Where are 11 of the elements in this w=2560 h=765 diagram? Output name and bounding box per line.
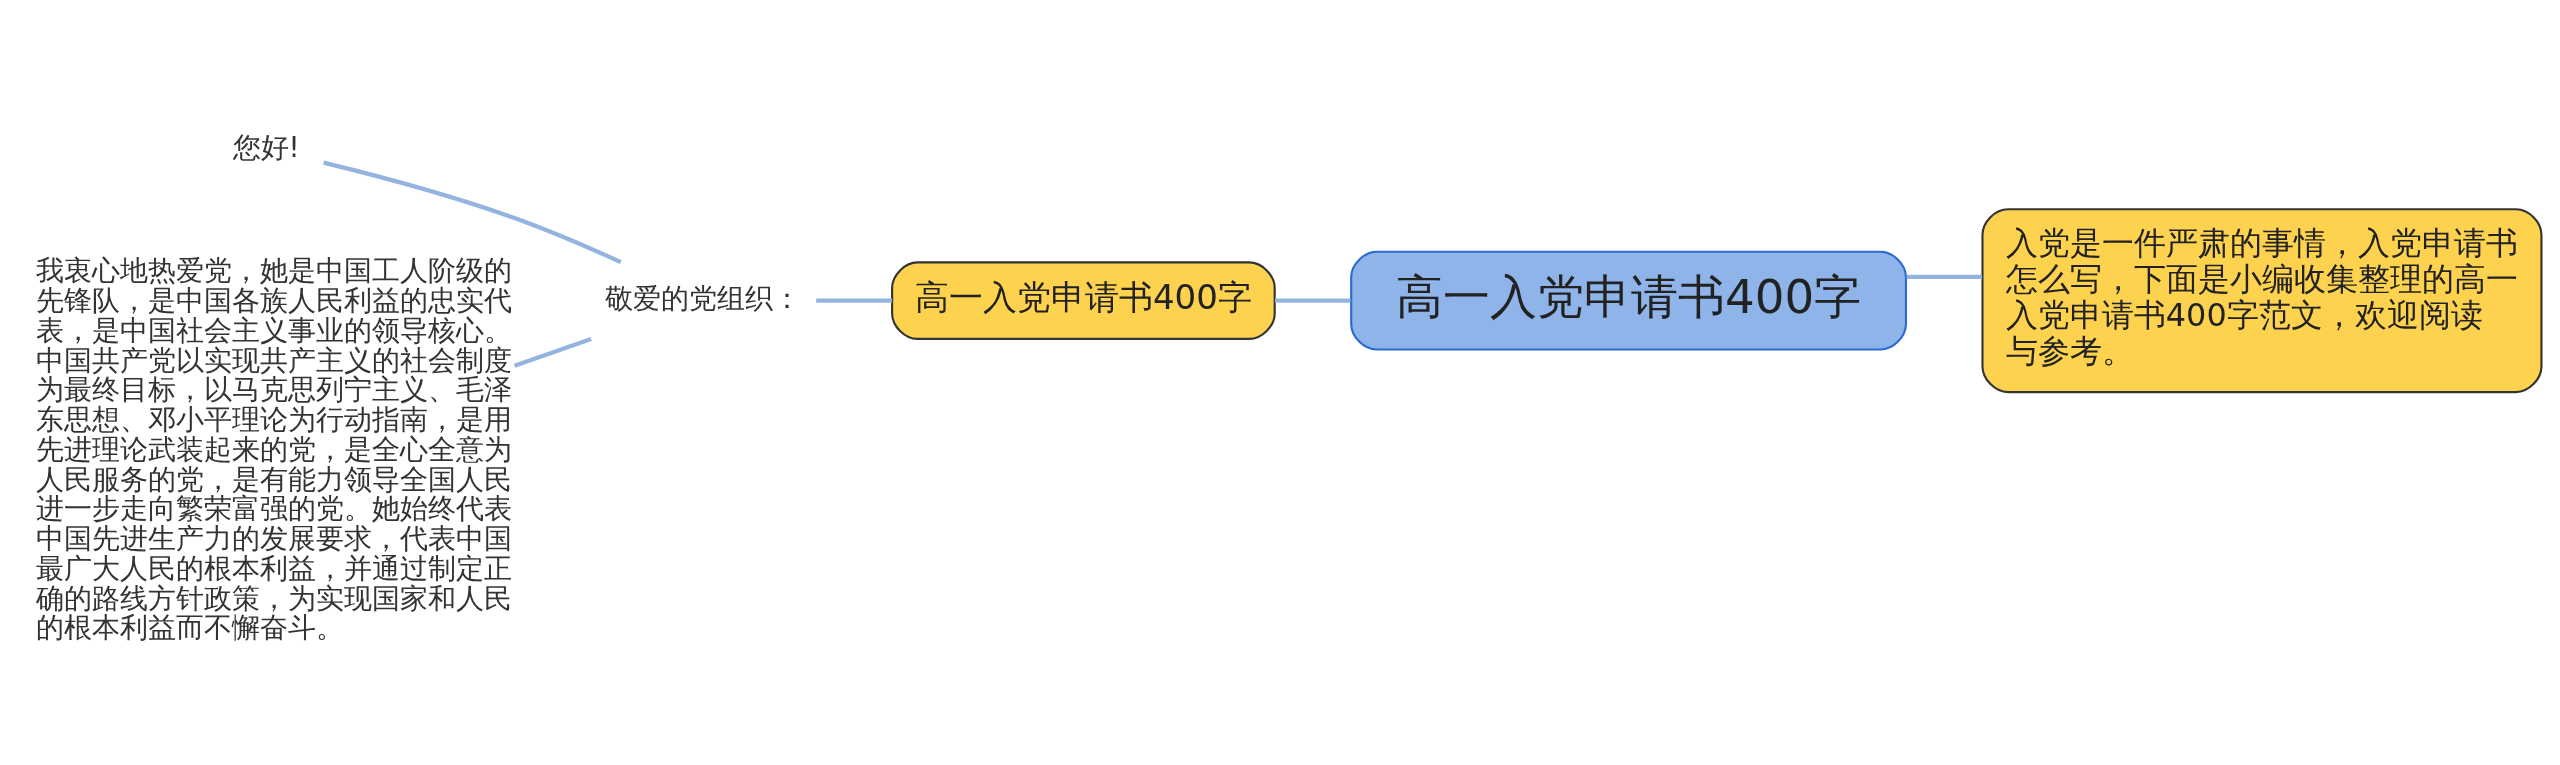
node-text: 敬爱的党组织：: [604, 281, 801, 315]
connector: [816, 298, 893, 303]
node-box: 高一入党申请书400字: [1350, 250, 1907, 351]
connector: [323, 160, 622, 265]
connector: [1274, 298, 1351, 303]
connector: [513, 336, 592, 368]
node-text: 您好!: [232, 130, 300, 164]
node-box: 高一入党申请书400字: [891, 261, 1276, 340]
connector: [1906, 274, 1983, 280]
node-box: 入党是一件严肃的事情，入党申请书怎么写，下面是小编收集整理的高一入党申请书400字范文，欢迎阅读与参考。: [1981, 208, 2543, 394]
node-text: 我衷心地热爱党，她是中国工人阶级的先锋队，是中国各族人民利益的忠实代表，是中国社会主义事业的领导核心。中国共产党以实现共产主义的社会制度为最终目标，以马克思列宁主义、毛泽东思想、邓小平理论为行动指南，是用先进理论武装起来的党，是全心全意为人民服务的党，是有能力领导全国人民进一步走向繁荣富强的党。她始终代表中国先进生产力的发展要求，代表中国最广大人民的根本利益，并通过制定正确的路线方针政策，为实现国家和人民的根本利益而不懈奋斗。: [35, 254, 512, 645]
